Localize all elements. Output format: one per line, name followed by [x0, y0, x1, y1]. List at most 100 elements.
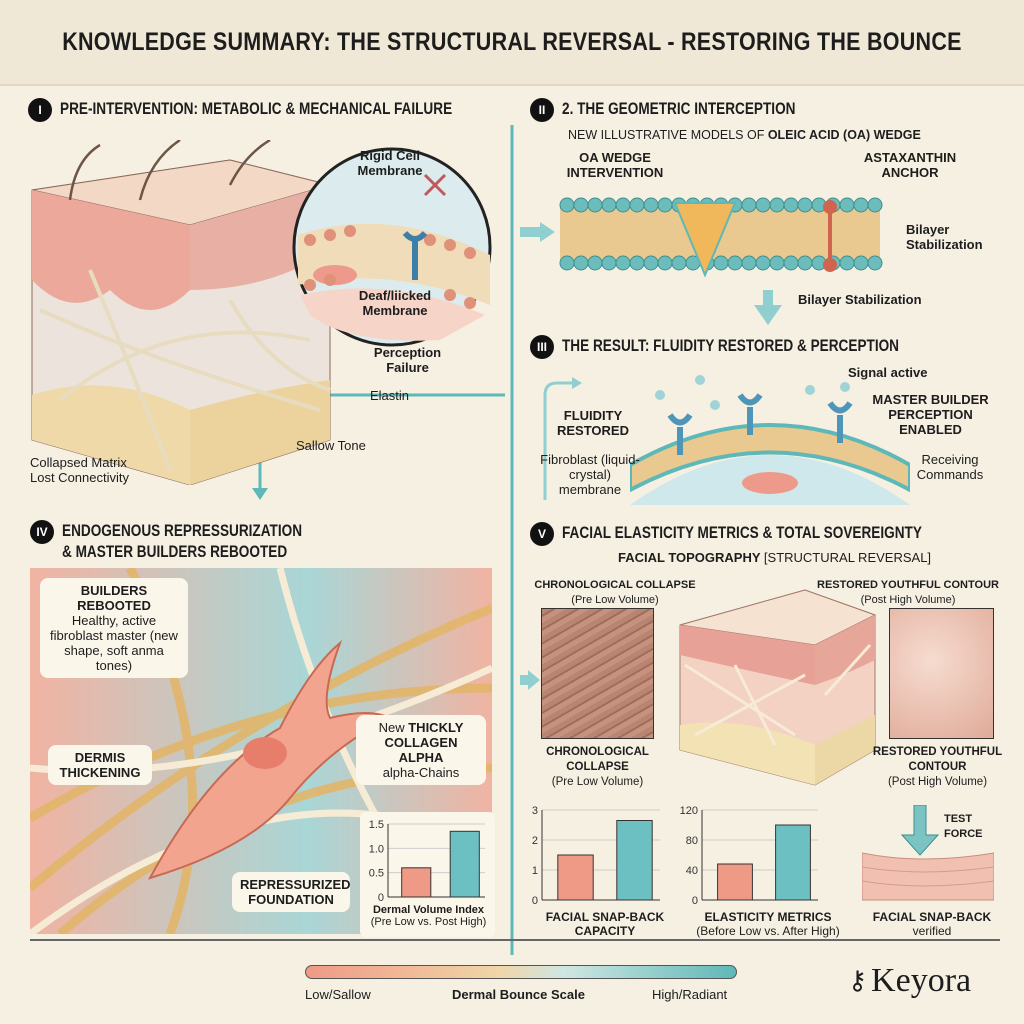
label-deaf-membrane: Deaf/liicked Membrane [358, 288, 432, 318]
scale-title: Dermal Bounce Scale [452, 987, 585, 1002]
label-sub: (Post High Volume) [887, 776, 988, 788]
label-perception-failure: Perception Failure [373, 345, 442, 375]
lipid-head [867, 197, 883, 213]
lipid-head [797, 197, 813, 213]
snap-back-chart-caption: FACIAL SNAP-BACK CAPACITY [545, 910, 665, 938]
lipid-head [797, 255, 813, 271]
restored-bottom-label: RESTORED YOUTHFUL CONTOUR(Post High Volu… [870, 745, 1005, 790]
section-title: 2. THE GEOMETRIC INTERCEPTION [562, 99, 796, 118]
smooth-skin-photo [889, 608, 994, 739]
subtitle-bold: OLEIC ACID (OA) WEDGE [767, 128, 921, 142]
tick-label: 1.0 [369, 843, 384, 855]
title-bar: KNOWLEDGE SUMMARY: THE STRUCTURAL REVERS… [0, 0, 1024, 86]
lipid-head [755, 197, 771, 213]
lipid-head [783, 197, 799, 213]
dermal-volume-chart: 00.51.01.5 [369, 819, 485, 902]
lipid-head [657, 197, 673, 213]
lipid-head [643, 197, 659, 213]
section-title: THE RESULT: FLUIDITY RESTORED & PERCEPTI… [562, 336, 900, 355]
lipid-head [559, 197, 575, 213]
fibroblast-membrane-illustration [630, 375, 910, 505]
bar-pre-low [401, 867, 432, 898]
dermis-thickening-callout: DERMIS THICKENING [48, 745, 152, 785]
label-sub: (Pre Low Volume) [551, 776, 644, 788]
subtitle-bold: FACIAL TOPOGRAPHY [618, 550, 764, 565]
lipid-head [839, 255, 855, 271]
dermal-bounce-scale-bar [305, 965, 737, 979]
logo-text: Keyora [871, 962, 972, 999]
callout-text: Healthy, active fibroblast master (new s… [50, 613, 178, 673]
label-sub: (Post High Volume) [860, 594, 956, 606]
label-bilayer-stabilization-2: Bilayer Stabilization [798, 292, 922, 307]
topography-subtitle: FACIAL TOPOGRAPHY [STRUCTURAL REVERSAL] [618, 550, 931, 565]
chart-subtitle: (Pre Low vs. Post High) [370, 916, 487, 928]
keyora-logo: ⚷Keyora [848, 962, 971, 1000]
chrono-bottom-label: CHRONOLOGICAL COLLAPSE (Pre Low Volume) [540, 745, 655, 790]
lipid-head [657, 255, 673, 271]
section-2-subtitle: NEW ILLUSTRATIVE MODELS OF OLEIC ACID (O… [568, 128, 921, 142]
page-title: KNOWLEDGE SUMMARY: THE STRUCTURAL REVERS… [62, 27, 962, 56]
lipid-head [587, 255, 603, 271]
chart-subtitle: (Before Low vs. After High) [696, 924, 840, 938]
label-astaxanthin: ASTAXANTHIN ANCHOR [863, 150, 957, 180]
lipid-head [573, 255, 589, 271]
lipid-head [601, 197, 617, 213]
bilayer-illustration [559, 197, 883, 278]
label-title: RESTORED YOUTHFUL CONTOUR [817, 579, 999, 591]
lipid-head [559, 255, 575, 271]
lipid-head [629, 255, 645, 271]
tick-label: 1 [532, 865, 538, 877]
restored-skin-cube [679, 589, 877, 786]
label-test-force: TEST FORCE [944, 813, 983, 840]
label-title: FACIAL SNAP-BACK [872, 910, 992, 924]
label-sub: verified [912, 924, 952, 938]
bar-post [616, 820, 653, 901]
title-line: & MASTER BUILDERS REBOOTED [62, 542, 288, 561]
lipid-head [853, 255, 869, 271]
callout-title: BUILDERS REBOOTED [77, 583, 151, 613]
tick-label: 40 [686, 865, 698, 877]
section-title: FACIAL ELASTICITY METRICS & TOTAL SOVERE… [562, 523, 922, 542]
callout-text: alpha-Chains [382, 765, 460, 780]
wrinkled-skin-photo [541, 608, 654, 739]
label-title: CHRONOLOGICAL COLLAPSE [534, 579, 696, 591]
chart-title: Dermal Volume Index [372, 904, 485, 916]
section-title: ENDOGENOUS REPRESSURIZATION & MASTER BUIL… [62, 520, 302, 562]
label-signal-active: Signal active [848, 365, 928, 380]
lipid-head [783, 255, 799, 271]
label-title: CHRONOLOGICAL COLLAPSE [546, 746, 649, 773]
elasticity-chart-caption: ELASTICITY METRICS(Before Low vs. After … [682, 910, 854, 938]
subtitle-plain: NEW ILLUSTRATIVE MODELS OF [568, 128, 768, 142]
lipid-head [769, 255, 785, 271]
lipid-head [713, 255, 729, 271]
lipid-head [741, 255, 757, 271]
label-line: Lost Connectivity [30, 470, 129, 485]
section-3-header: III THE RESULT: FLUIDITY RESTORED & PERCE… [530, 335, 983, 359]
label-rigid-membrane: Rigid Cell Membrane [357, 148, 423, 178]
bar-after-high [775, 824, 811, 901]
section-4-header: IV ENDOGENOUS REPRESSURIZATION & MASTER BU… [30, 520, 362, 562]
repressurized-callout: REPRESSURIZED FOUNDATION [232, 872, 351, 912]
callout-text: New [378, 720, 409, 735]
title-line: ENDOGENOUS REPRESSURIZATION [62, 521, 303, 540]
test-force-illustration [862, 805, 994, 901]
lipid-head [615, 197, 631, 213]
scale-low-label: Low/Sallow [305, 987, 371, 1002]
lipid-head [853, 197, 869, 213]
section-number: III [530, 335, 554, 359]
tick-label: 0 [532, 895, 538, 905]
lipid-head [741, 197, 757, 213]
tick-label: 0.5 [369, 868, 384, 880]
dermal-volume-caption: Dermal Volume Index(Pre Low vs. Post Hig… [360, 904, 497, 928]
skin-cube-illustration [31, 140, 332, 485]
section-number: IV [30, 520, 54, 544]
label-elastin: Elastin [370, 388, 410, 403]
